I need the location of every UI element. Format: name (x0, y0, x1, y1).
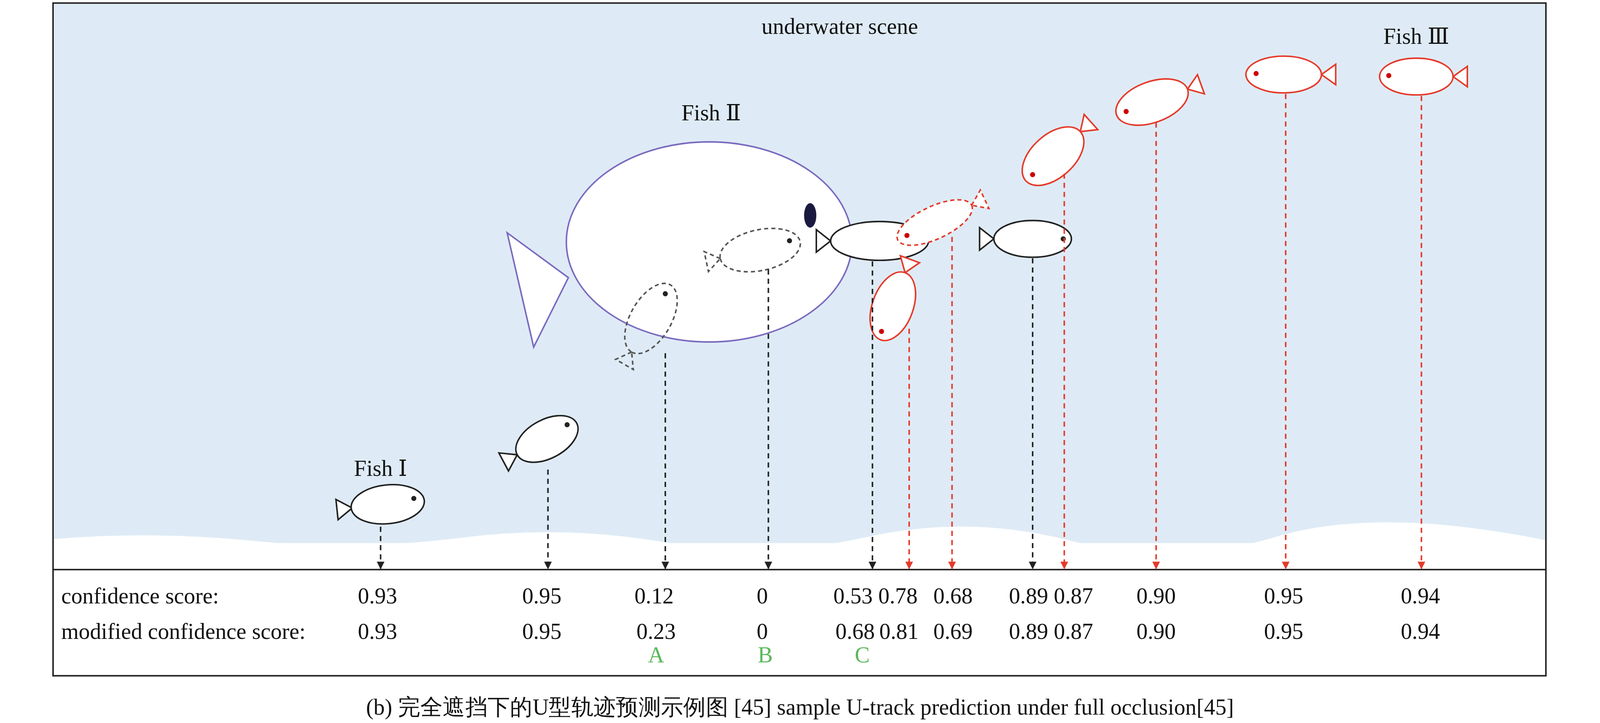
confidence-score: 0.95 (1264, 584, 1304, 608)
scene-title: underwater scene (761, 15, 919, 38)
modified-score: 0.69 (933, 620, 973, 643)
fish-label: Fish Ⅰ (354, 456, 408, 480)
confidence-score: 0.94 (1400, 584, 1441, 608)
modified-score: 0.95 (1264, 620, 1304, 643)
confidence-score: 0.78 (878, 584, 918, 608)
modified-score: 0.23 (636, 620, 677, 643)
case-letter: A (648, 643, 665, 667)
fish-label: Fish Ⅲ (1383, 25, 1450, 48)
row-header: modified confidence score: (61, 620, 306, 643)
confidence-score: 0.90 (1136, 584, 1177, 608)
confidence-score: 0.87 (1053, 584, 1094, 608)
figure-caption: (b) 完全遮挡下的U型轨迹预测示例图 [45] sample U-track … (366, 696, 1234, 719)
confidence-score: 0.12 (634, 584, 674, 608)
confidence-score: 0 (756, 584, 768, 608)
confidence-score: 0.95 (522, 584, 562, 608)
confidence-score: 0.68 (933, 584, 973, 608)
case-letter: B (757, 643, 773, 667)
confidence-score: 0.53 (833, 584, 873, 608)
confidence-score: 0.89 (1008, 584, 1049, 608)
modified-score: 0.81 (879, 620, 919, 643)
case-letter: C (854, 643, 870, 667)
modified-score: 0.89 (1008, 620, 1049, 643)
modified-score: 0 (756, 620, 768, 643)
modified-score: 0.87 (1053, 620, 1094, 643)
modified-score: 0.90 (1136, 620, 1177, 643)
modified-score: 0.94 (1400, 620, 1441, 643)
row-header: confidence score: (61, 584, 220, 608)
modified-score: 0.93 (357, 620, 398, 643)
modified-score: 0.68 (835, 620, 875, 643)
fish-label: Fish Ⅱ (681, 101, 742, 125)
modified-score: 0.95 (522, 620, 562, 643)
confidence-score: 0.93 (357, 584, 398, 608)
